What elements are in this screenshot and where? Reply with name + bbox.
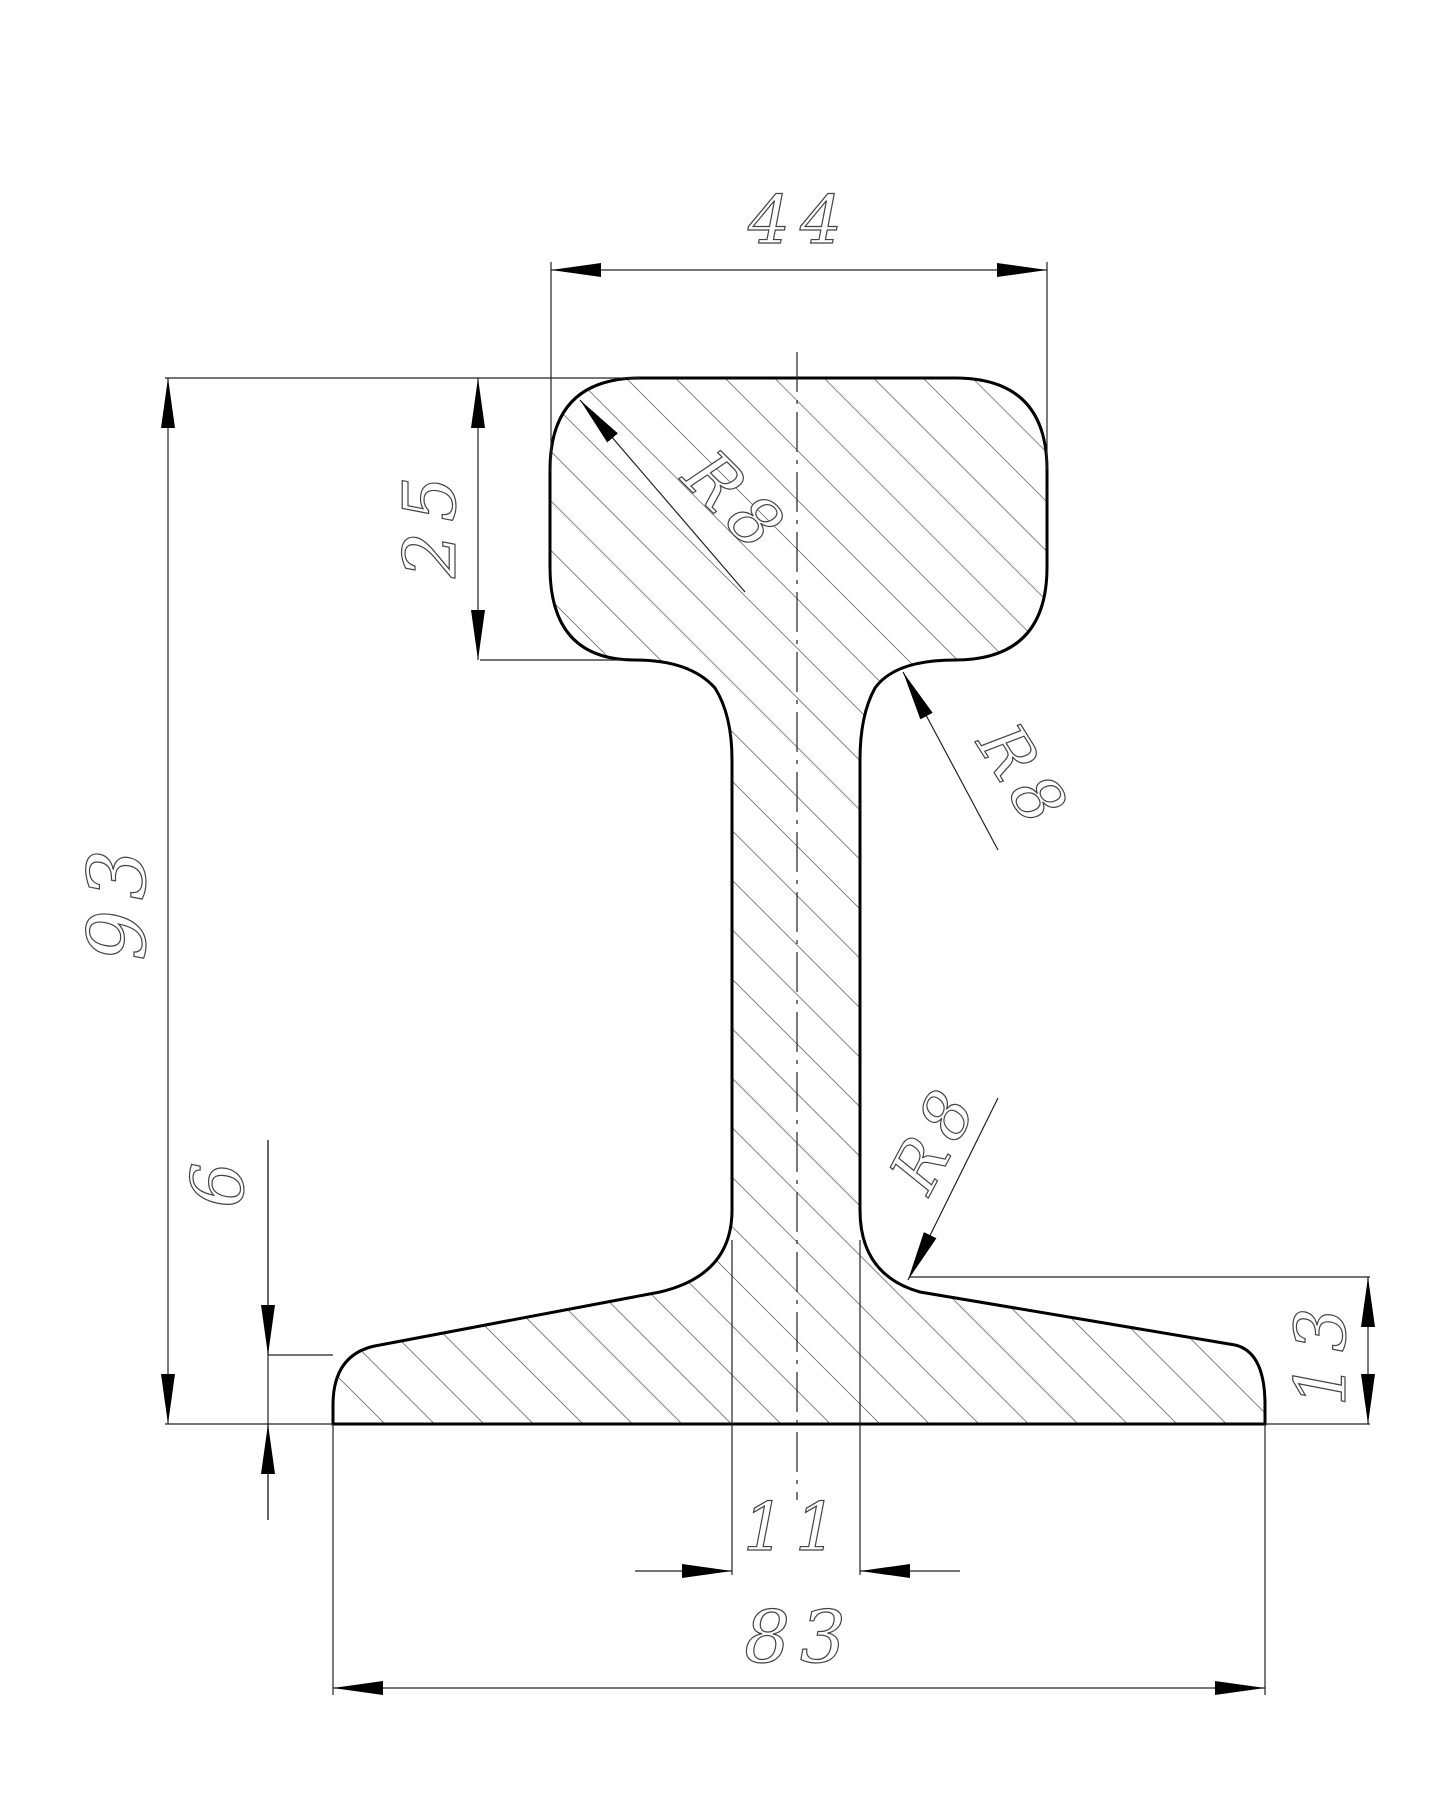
- radius-leader-web-bottom: [907, 1097, 999, 1281]
- rail-cross-section: [331, 376, 1267, 1426]
- dim-head-height-label: 25: [388, 466, 472, 579]
- dimension-lines: [161, 263, 1375, 1695]
- radius-web-top-label: R8: [961, 709, 1086, 845]
- dim-base-edge-label: 6: [176, 1152, 260, 1208]
- dim-total-height-label: 93: [71, 839, 164, 961]
- dim-head-width-label: 44: [747, 182, 852, 259]
- radius-web-bottom-label: R8: [874, 1070, 995, 1206]
- radius-leader-head: [579, 399, 746, 593]
- dim-web-thickness-label: 11: [743, 1489, 847, 1566]
- dim-base-height-label: 13: [1280, 1297, 1362, 1406]
- radius-leader-web-top: [902, 671, 999, 851]
- dim-base-width-label: 83: [744, 1595, 856, 1679]
